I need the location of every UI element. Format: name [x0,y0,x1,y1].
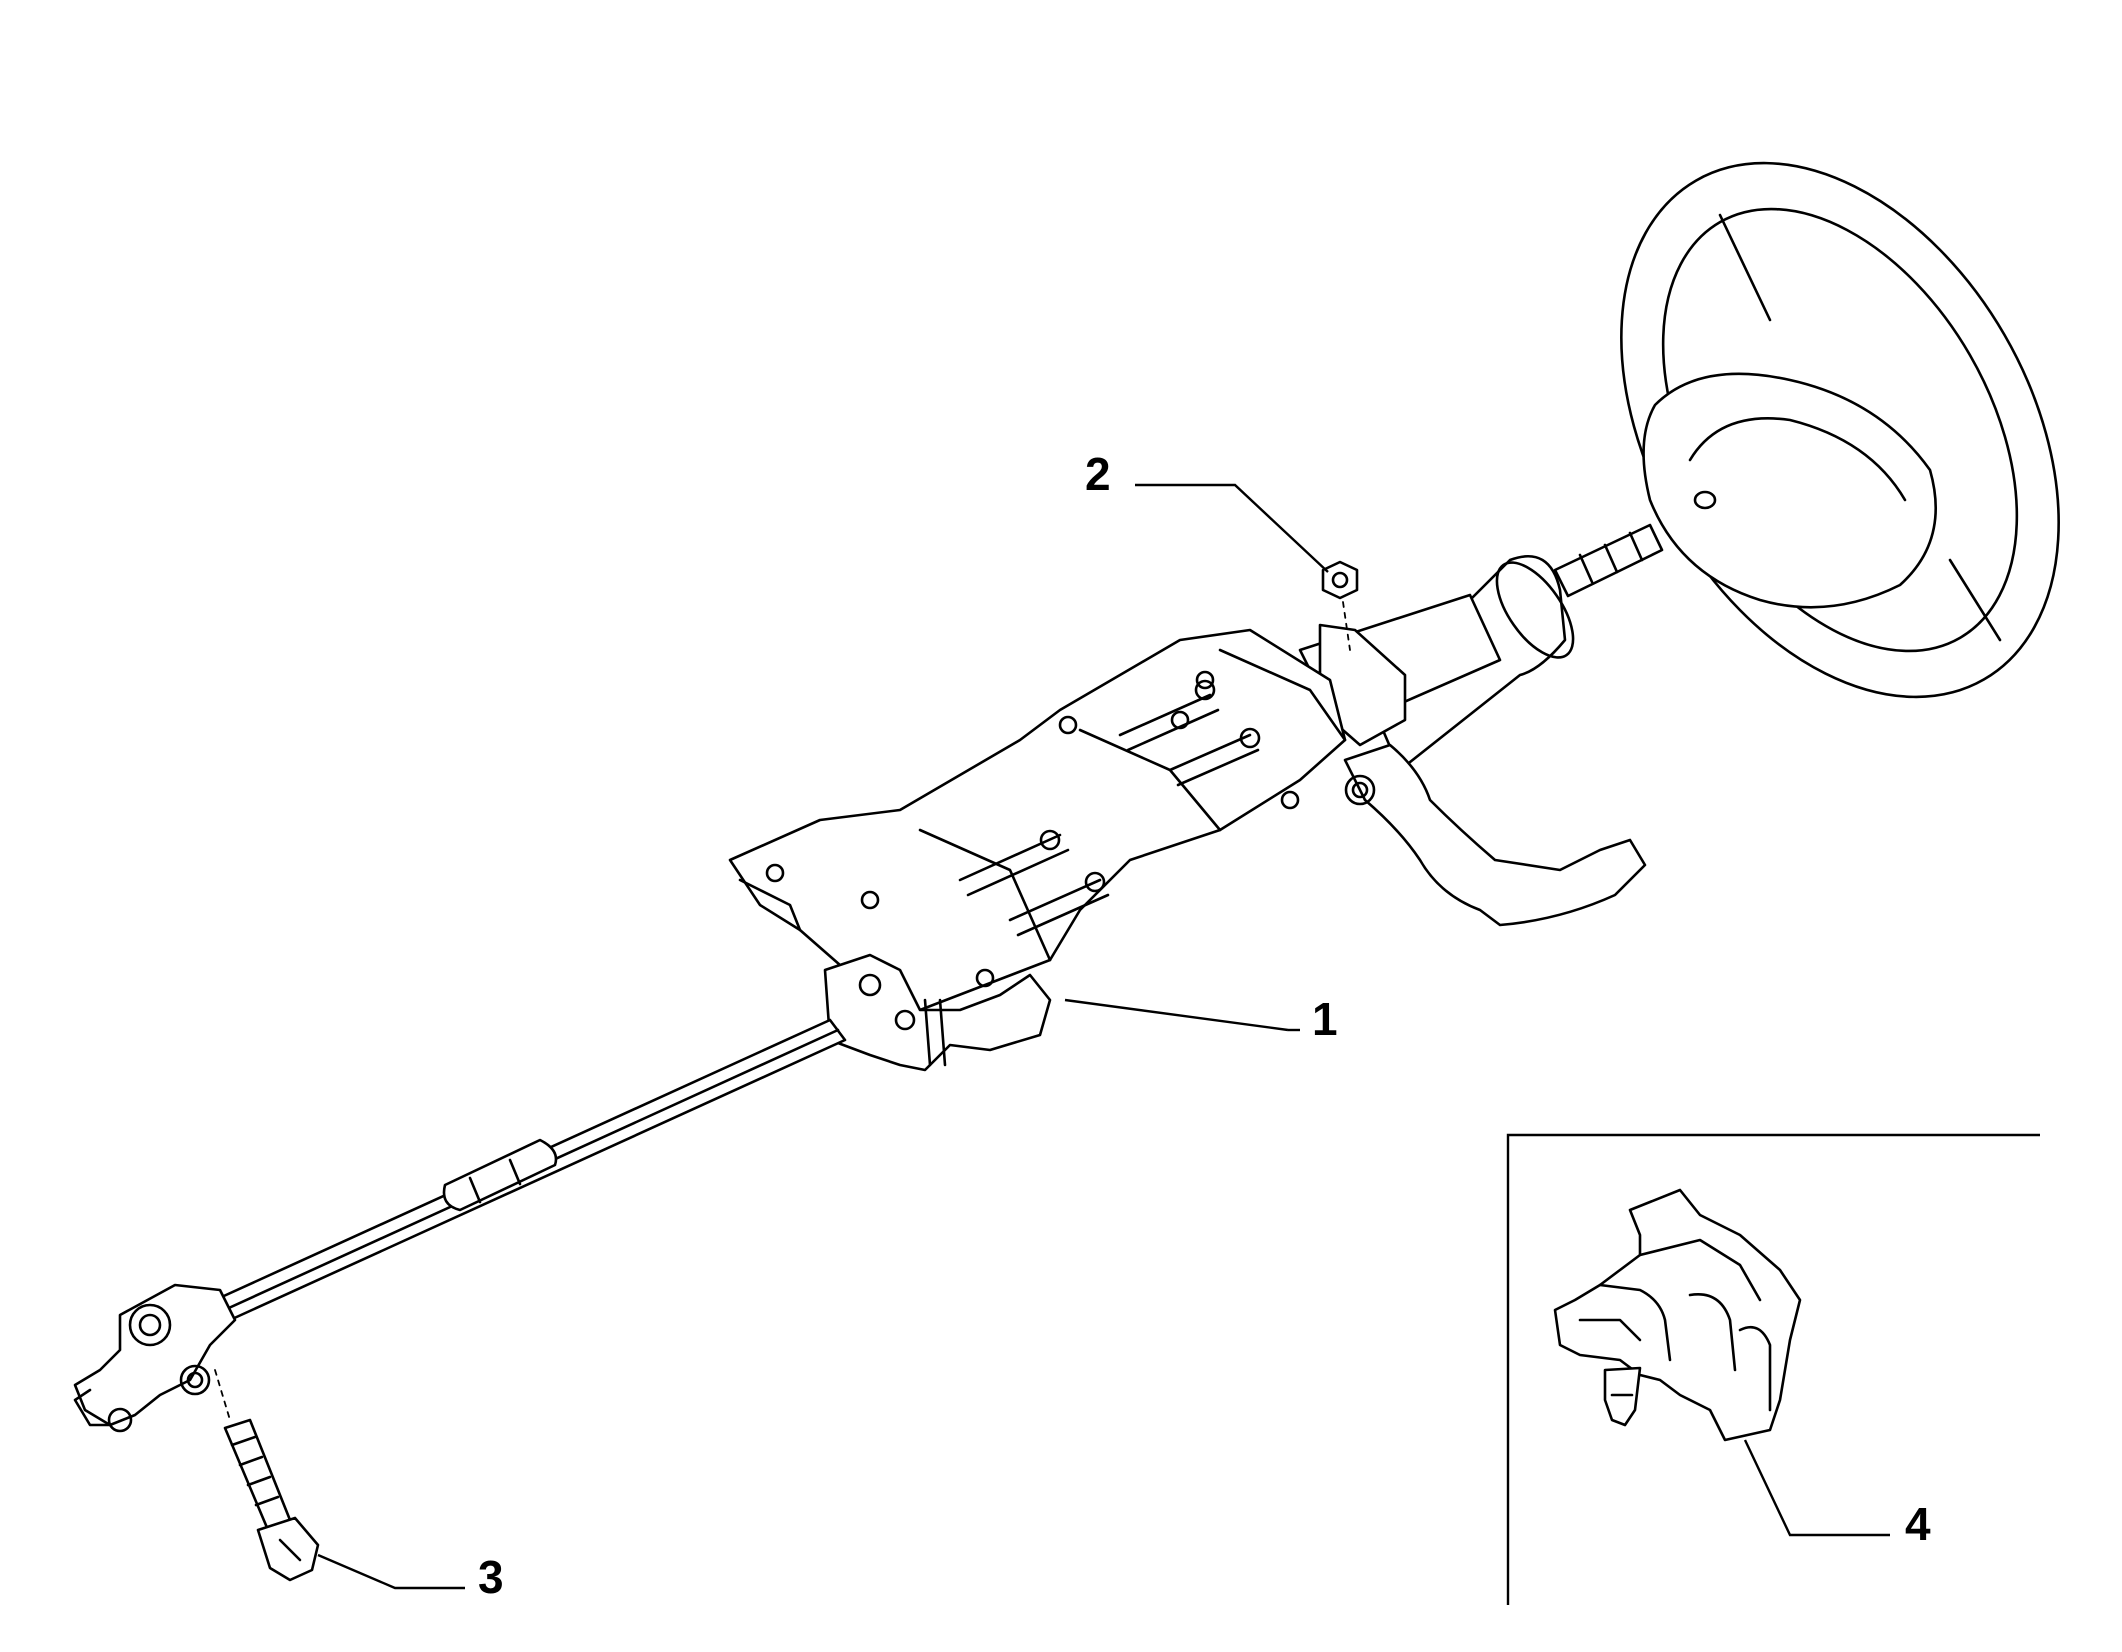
callout-1: 1 [1312,993,1338,1045]
steering-wheel-icon [1620,161,2060,699]
clip-bracket-icon [1553,1188,1802,1442]
callout-4: 4 [1905,1498,1931,1550]
callout-3: 3 [478,1551,504,1603]
inset-frame [1506,1133,2040,1605]
leader-lines [317,483,1890,1590]
callout-2: 2 [1085,448,1111,500]
steering-column-icon [73,523,1664,1433]
hex-nut-icon [1321,560,1359,651]
bolt-icon [214,1369,320,1582]
